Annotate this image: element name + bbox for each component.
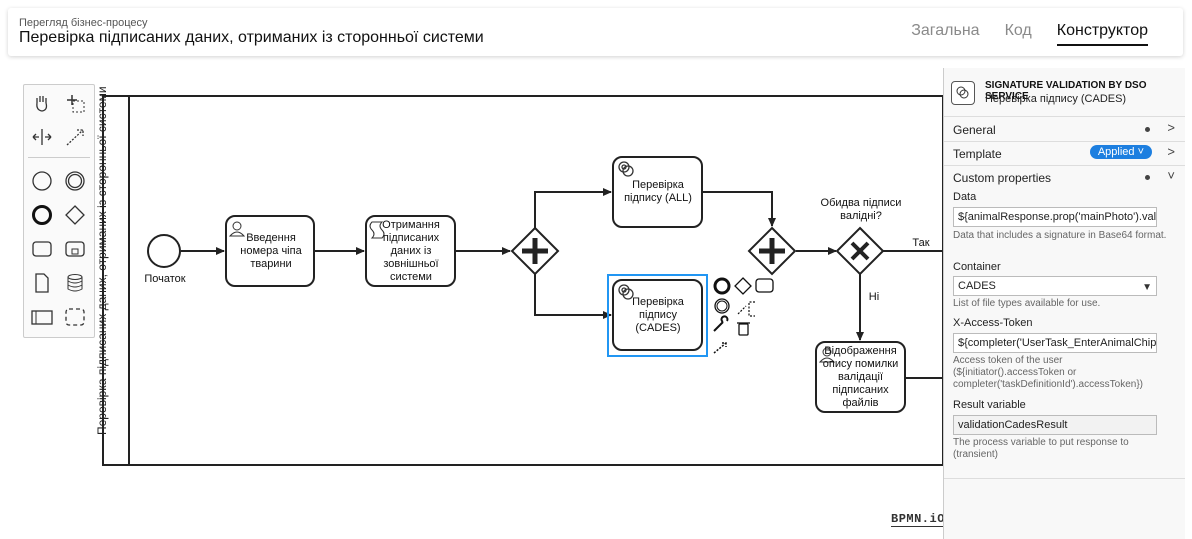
- token-description: Access token of the user (${initiator().…: [953, 355, 1144, 390]
- bpmn-io-logo[interactable]: BPMN.iO: [891, 512, 945, 527]
- template-applied-label: Applied: [1097, 146, 1135, 158]
- start-event: [147, 234, 181, 268]
- flow-split-t4: [534, 274, 612, 319]
- task-receive-data: [365, 215, 456, 287]
- context-pad: [713, 277, 774, 354]
- chevron-right-icon[interactable]: >: [1167, 144, 1175, 159]
- group-template[interactable]: Template Applied ˅ >: [944, 141, 1185, 166]
- service-task-icon: [951, 81, 975, 105]
- task-enter-chip: [225, 215, 315, 287]
- parallel-gateway-join: [747, 226, 797, 276]
- parallel-gateway-split: [510, 226, 560, 276]
- token-input[interactable]: ${completer('UserTask_EnterAnimalChipNum…: [953, 333, 1157, 353]
- text-annotation-icon: [737, 301, 755, 317]
- trash-icon: [737, 322, 750, 336]
- result-variable-input[interactable]: validationCadesResult: [953, 415, 1157, 435]
- sequence-flows: [181, 188, 943, 379]
- end-event-tool-icon[interactable]: [28, 201, 56, 229]
- group-custom-dot: [1145, 175, 1150, 180]
- group-general-dot: [1145, 127, 1150, 132]
- properties-header: SIGNATURE VALIDATION BY DSO SERVICE Пере…: [944, 68, 1185, 117]
- chevron-down-icon[interactable]: ˅: [1167, 168, 1175, 183]
- task-check-all-label: Перевірка підпису (ALL): [624, 179, 692, 204]
- flow-t3-join: [702, 191, 776, 227]
- intermediate-event-tool-icon[interactable]: [61, 167, 89, 195]
- page-subtitle: Перегляд бізнес-процесу: [19, 17, 148, 29]
- flow-split-t3: [534, 188, 612, 228]
- chevron-down-icon: ▼: [1142, 282, 1152, 293]
- container-field-label: Container: [953, 261, 1001, 273]
- panel-divider: [944, 478, 1185, 479]
- chevron-right-icon[interactable]: >: [1167, 120, 1175, 135]
- data-input[interactable]: ${animalResponse.prop('mainPhoto').value…: [953, 207, 1157, 227]
- task-tool-icon[interactable]: [28, 235, 56, 263]
- data-field-label: Data: [953, 191, 977, 203]
- task-check-all: [612, 156, 703, 228]
- page-title: Перевірка підписаних даних, отриманих із…: [19, 29, 484, 46]
- start-event-label: Початок: [144, 272, 186, 285]
- lasso-tool-icon[interactable]: [61, 89, 89, 117]
- task-check-cades: [612, 279, 703, 351]
- properties-panel: SIGNATURE VALIDATION BY DSO SERVICE Пере…: [943, 68, 1185, 539]
- group-custom-properties[interactable]: Custom properties ˅: [944, 165, 1185, 189]
- bpmn-diagram: [102, 95, 943, 466]
- gear-icon: [618, 284, 634, 300]
- data-store-tool-icon[interactable]: [61, 269, 89, 297]
- space-tool-icon[interactable]: [28, 123, 56, 151]
- gateway-label: Обидва підписи валідні?: [820, 197, 902, 222]
- group-custom-label: Custom properties: [953, 171, 1052, 185]
- view-tabs: Загальна Код Конструктор: [911, 22, 1148, 46]
- lane-label: Перевірка підписаних даних, отриманих із…: [95, 86, 109, 435]
- script-icon: [369, 221, 385, 239]
- intermediate-event-icon: [714, 298, 730, 314]
- group-template-label: Template: [953, 147, 1002, 161]
- task-show-error: [815, 341, 906, 413]
- flow-yes-label: Так: [912, 236, 930, 249]
- start-event-tool-icon[interactable]: [28, 167, 56, 195]
- end-event-icon: [713, 277, 731, 295]
- group-tool-icon[interactable]: [61, 303, 89, 331]
- result-description: The process variable to put response to …: [953, 437, 1129, 460]
- task-check-cades-label: Перевірка підпису (CADES): [632, 295, 684, 334]
- subprocess-tool-icon[interactable]: [61, 235, 89, 263]
- tool-palette: [23, 84, 95, 338]
- token-field-label: X-Access-Token: [953, 317, 1033, 329]
- gateway-tool-icon[interactable]: [61, 201, 89, 229]
- global-connect-icon[interactable]: [61, 123, 89, 151]
- user-icon: [818, 347, 836, 363]
- gear-icon: [618, 161, 634, 177]
- result-field-label: Result variable: [953, 399, 1026, 411]
- container-description: List of file types available for use.: [953, 298, 1101, 309]
- pool: [102, 95, 943, 466]
- user-icon: [228, 221, 246, 237]
- group-general-label: General: [953, 123, 996, 137]
- tab-designer[interactable]: Конструктор: [1056, 22, 1148, 46]
- exclusive-gateway: [835, 226, 885, 276]
- task-icon: [755, 278, 774, 293]
- element-name: Перевірка підпису (CADES): [985, 93, 1127, 105]
- page-header: Перегляд бізнес-процесу Перевірка підпис…: [8, 8, 1183, 56]
- flow-no-label: Ні: [868, 290, 880, 303]
- task-enter-chip-label: Введення номера чіпа тварини: [240, 231, 302, 270]
- task-show-error-label: Відображення опису помилки валідації під…: [822, 344, 899, 409]
- wrench-icon: [713, 315, 729, 332]
- tab-general[interactable]: Загальна: [911, 22, 980, 39]
- group-general[interactable]: General >: [944, 117, 1185, 142]
- task-receive-data-label: Отримання підписаних даних із зовнішньої…: [382, 218, 440, 283]
- connect-icon: [713, 342, 727, 354]
- data-object-tool-icon[interactable]: [28, 269, 56, 297]
- container-select[interactable]: CADES ▼: [953, 276, 1157, 296]
- container-select-value: CADES: [958, 280, 996, 292]
- hand-tool-icon[interactable]: [28, 89, 56, 117]
- pool-tool-icon[interactable]: [28, 303, 56, 331]
- element-type: SIGNATURE VALIDATION BY DSO SERVICE: [985, 80, 1147, 102]
- tab-code[interactable]: Код: [1004, 22, 1032, 39]
- template-applied-badge[interactable]: Applied ˅: [1089, 145, 1152, 159]
- data-description: Data that includes a signature in Base64…: [953, 230, 1167, 241]
- gateway-icon: [734, 277, 752, 295]
- selection-outline: [607, 274, 708, 357]
